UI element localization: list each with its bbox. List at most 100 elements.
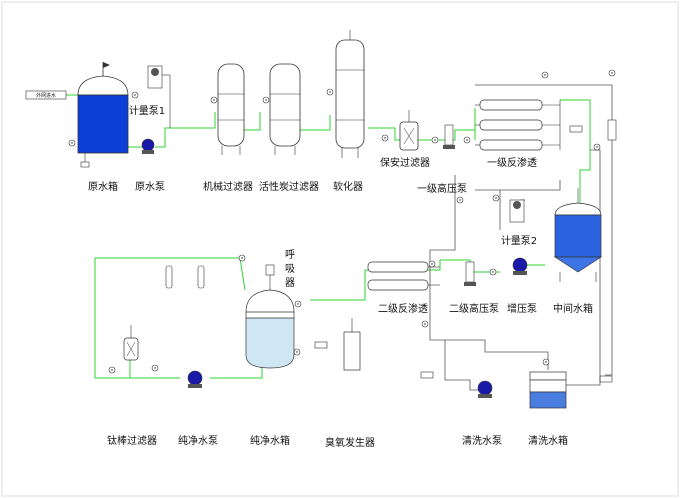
gauge-label: PI <box>111 368 114 372</box>
cleaning-tank <box>529 371 567 409</box>
pressure-gauge-4 <box>262 96 270 104</box>
pressure-gauge-9 <box>541 71 549 79</box>
gauge-label: PI <box>459 198 462 202</box>
gauge-label: PI <box>297 302 300 306</box>
pure-water-pump <box>187 370 203 388</box>
terminal-filters <box>165 265 205 289</box>
label-ozone-generator: 臭氧发生器 <box>325 436 375 449</box>
security-filter <box>399 110 419 151</box>
label-second-high-pressure-pump: 二级高压泵 <box>449 302 499 315</box>
intermediate-tank <box>553 188 603 282</box>
gauge-label: PI <box>134 93 137 97</box>
booster-pump <box>512 257 528 275</box>
pressure-gauge-11 <box>593 143 601 151</box>
pressure-gauge-3 <box>210 96 218 104</box>
pressure-gauge-19 <box>108 366 116 374</box>
label-security-filter: 保安过滤器 <box>380 156 430 169</box>
pressure-gauge-21 <box>293 348 301 356</box>
label-softener: 软化器 <box>333 180 363 193</box>
gauge-label: PI <box>71 141 74 145</box>
metering-pump-2 <box>509 199 525 223</box>
pressure-gauge-13 <box>492 194 500 202</box>
pressure-gauge-6 <box>381 134 389 142</box>
pressure-gauge-16 <box>421 320 429 328</box>
mechanical-filter <box>217 63 245 155</box>
gauge-label: PI <box>329 90 332 94</box>
second-high-pressure-pump <box>464 261 476 286</box>
pressure-gauge-12 <box>456 196 464 204</box>
pure-water-level <box>245 317 295 369</box>
pressure-gauges: PI PI PI PI PI PI PI PI PI PI PI PI PI PI PI PI PI PI PI PI… <box>68 69 616 374</box>
label-metering-pump-2: 计量泵2 <box>501 234 537 247</box>
gauge-label: PI <box>431 262 434 266</box>
gauge-label: PI <box>424 322 427 326</box>
intermediate-water-level <box>554 214 602 258</box>
pure-water-tank <box>245 264 295 369</box>
pressure-gauge-15 <box>428 260 436 268</box>
pressure-gauge-1 <box>68 139 76 147</box>
raw-water-pump <box>141 138 155 154</box>
label-booster-pump: 增压泵 <box>507 302 537 315</box>
label-first-ro: 一级反渗透 <box>487 156 537 169</box>
gauge-label: PI <box>545 360 548 364</box>
gauge-label: PI <box>544 73 547 77</box>
label-second-ro: 二级反渗透 <box>378 302 428 315</box>
pressure-gauge-17 <box>294 300 302 308</box>
first-ro-membranes <box>475 99 561 151</box>
label-raw-water-pump: 原水泵 <box>135 181 165 193</box>
pressure-gauge-10 <box>608 69 616 77</box>
gauge-label: PI <box>466 138 469 142</box>
breather-unit <box>265 264 275 276</box>
pressure-gauge-5 <box>326 88 334 96</box>
titanium-filter <box>123 325 139 361</box>
label-activated-carbon-filter: 活性炭过滤器 <box>259 180 319 193</box>
softener <box>335 30 365 158</box>
label-cleaning-pump: 清洗水泵 <box>462 434 502 447</box>
pressure-gauge-22 <box>542 358 550 366</box>
label-intermediate-tank: 中间水箱 <box>553 302 593 315</box>
label-mechanical-filter: 机械过滤器 <box>203 180 253 193</box>
label-breather-3: 器 <box>285 277 295 289</box>
cleaning-water-level <box>529 391 567 409</box>
gauge-label: PI <box>492 270 495 274</box>
label-breather-2: 吸 <box>285 264 295 275</box>
pressure-gauge-7 <box>431 136 439 144</box>
ozone-generator <box>343 318 361 371</box>
gauge-label: PI <box>265 98 268 102</box>
gauge-label: PI <box>434 138 437 142</box>
first-high-pressure-pump <box>443 124 455 149</box>
raw-water-tank <box>77 62 129 168</box>
cleaning-pump <box>477 380 493 398</box>
label-breather-1: 呼 <box>285 249 295 261</box>
gauge-label: PI <box>611 71 614 75</box>
inlet-tag <box>25 90 67 100</box>
pressure-gauge-20 <box>151 364 159 372</box>
gauge-label: PI <box>596 145 599 149</box>
activated-carbon-filter <box>269 63 301 155</box>
pressure-gauge-18 <box>238 254 246 262</box>
drain-pipes <box>429 84 613 391</box>
inlet-label: 外网进水 <box>36 92 56 99</box>
second-ro-membranes <box>367 261 440 291</box>
label-metering-pump-1: 计量泵1 <box>129 104 165 117</box>
label-titanium-filter: 钛棒过滤器 <box>107 434 157 447</box>
gauge-label: PI <box>154 366 157 370</box>
raw-water-level <box>77 94 129 154</box>
label-pure-water-tank: 纯净水箱 <box>250 434 290 447</box>
label-first-high-pressure-pump: 一级高压泵 <box>417 182 467 195</box>
gauge-label: PI <box>241 256 244 260</box>
pressure-gauge-2 <box>131 91 139 99</box>
gauge-label: PI <box>213 98 216 102</box>
gauge-label: PI <box>495 196 498 200</box>
gauge-label: PI <box>384 136 387 140</box>
gauge-label: PI <box>296 350 299 354</box>
drain-beakers <box>314 119 617 383</box>
label-raw-water-tank: 原水箱 <box>88 180 118 193</box>
pressure-gauge-8 <box>463 136 471 144</box>
label-cleaning-tank: 清洗水箱 <box>528 434 568 447</box>
label-pure-water-pump: 纯净水泵 <box>178 434 218 447</box>
pressure-gauge-14 <box>489 268 497 276</box>
